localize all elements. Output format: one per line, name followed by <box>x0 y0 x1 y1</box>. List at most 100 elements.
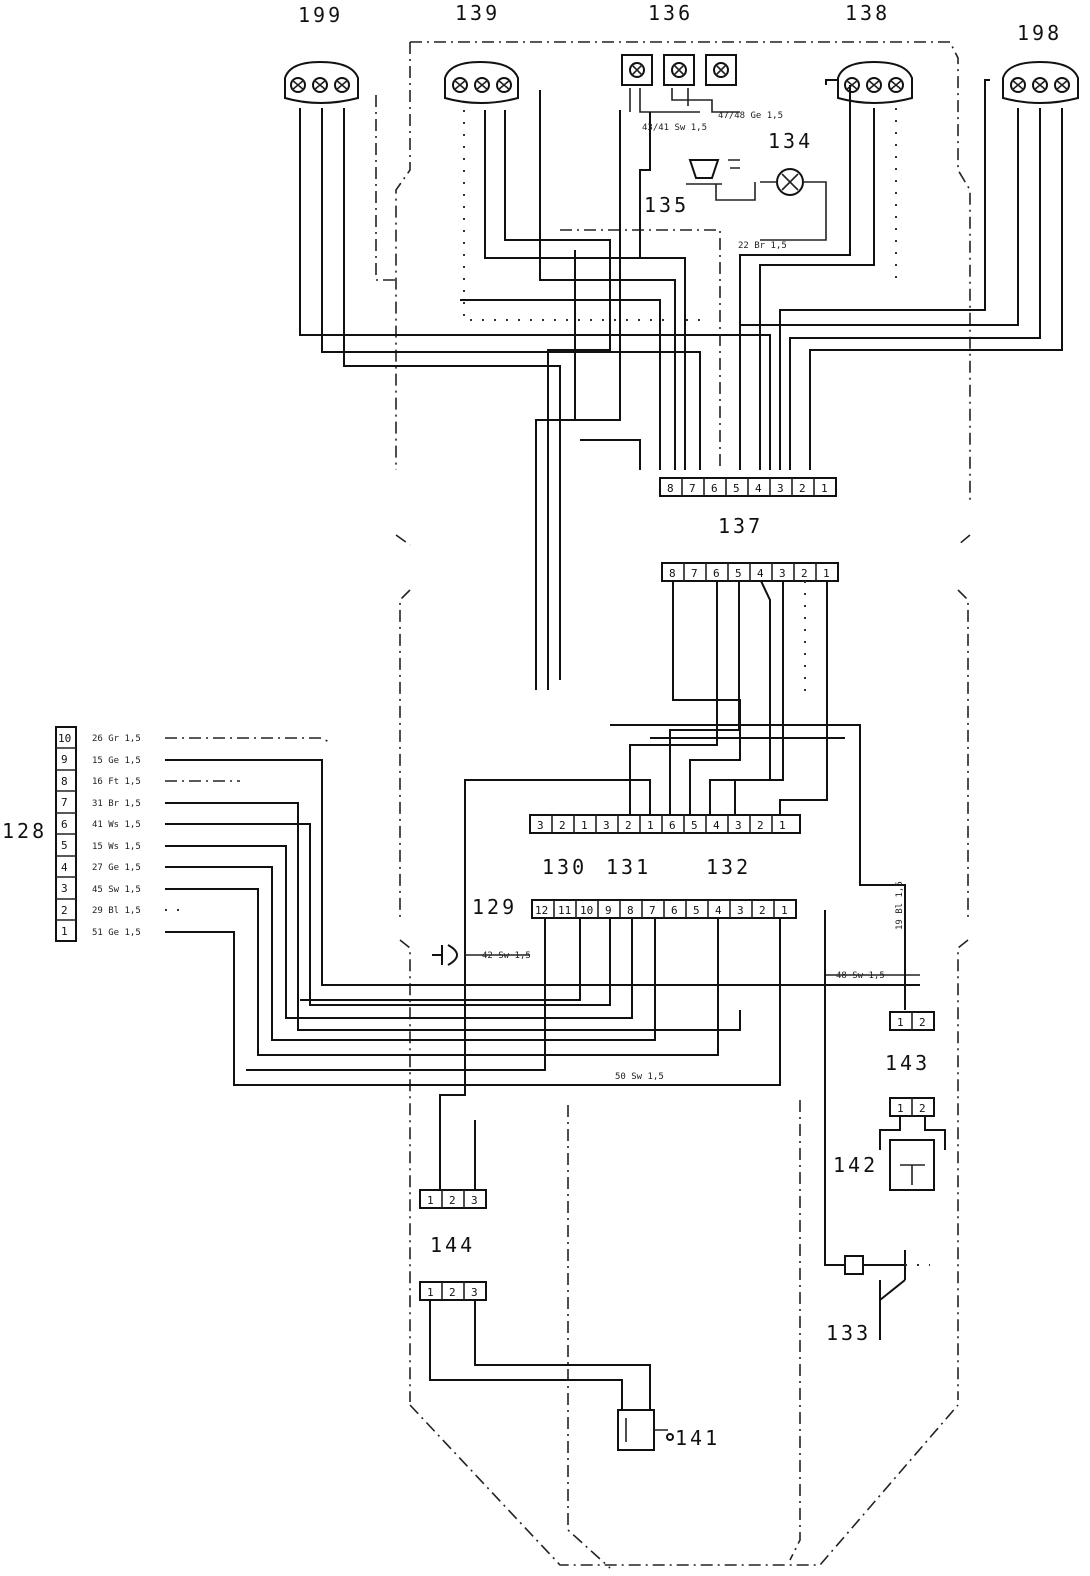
top-harness <box>299 79 1063 690</box>
pin-top-1: 1 <box>821 482 828 495</box>
pin-129-10: 10 <box>580 904 593 917</box>
pin-129-11: 11 <box>558 904 571 917</box>
callout-137: 137 <box>718 514 763 538</box>
wire-label-left-5: 41 Ws 1,5 <box>92 820 141 830</box>
pin-129-8: 8 <box>627 904 634 917</box>
wire-label-129: 42 Sw 1,5 <box>482 951 531 961</box>
wire-label-left-9: 29 Bl 1,5 <box>92 906 141 916</box>
wire-label-bottom: 50 Sw 1,5 <box>615 1072 664 1082</box>
lamp-unit-198 <box>1002 60 1079 104</box>
pin-129-7: 7 <box>649 904 656 917</box>
pin-131-1: 1 <box>647 819 654 832</box>
callout-139: 139 <box>455 1 500 25</box>
callout-129: 129 <box>472 895 517 919</box>
plug-symbol-129 <box>432 944 458 966</box>
wire-label-134: 22 Br 1,5 <box>738 241 787 251</box>
callout-132: 132 <box>706 855 751 879</box>
connector-top-8pin: 8 7 6 5 4 3 2 1 <box>659 477 837 497</box>
pin-128-2: 2 <box>61 904 68 917</box>
pin-132-3: 3 <box>735 819 742 832</box>
switch-unit-136 <box>621 54 740 113</box>
connector-143: 1 2 1 2 <box>889 1011 935 1117</box>
connector-129-12pin: 12 11 10 9 8 7 6 5 4 3 2 1 <box>531 899 797 919</box>
callout-141: 141 <box>675 1426 720 1450</box>
pin-top-2: 2 <box>799 482 806 495</box>
pin-129-5: 5 <box>693 904 700 917</box>
callout-199: 199 <box>298 3 343 27</box>
lamp-unit-139 <box>444 60 519 104</box>
pin-128-5: 5 <box>61 839 68 852</box>
pin-132-4: 4 <box>713 819 720 832</box>
pin-128-1: 1 <box>61 925 68 938</box>
callout-133: 133 <box>826 1321 871 1345</box>
lamp-unit-199 <box>284 60 359 104</box>
wire-label-left-2: 15 Ge 1,5 <box>92 756 141 766</box>
wire-label-136a: 43/41 Sw 1,5 <box>642 123 707 133</box>
callout-138: 138 <box>845 1 890 25</box>
pin-128-9: 9 <box>61 753 68 766</box>
pin-144b-1: 1 <box>427 1286 434 1299</box>
pin-143a-1: 1 <box>897 1016 904 1029</box>
pin-129-12: 12 <box>535 904 548 917</box>
pin-top-5: 5 <box>733 482 740 495</box>
callout-143: 143 <box>885 1051 930 1075</box>
pin-131-2: 2 <box>625 819 632 832</box>
callout-135: 135 <box>644 193 689 217</box>
callout-128: 128 <box>2 819 47 843</box>
wire-label-left-4: 31 Br 1,5 <box>92 799 141 809</box>
pin-top-3: 3 <box>777 482 784 495</box>
pin-144a-1: 1 <box>427 1194 434 1207</box>
pin-top-8: 8 <box>667 482 674 495</box>
pin-129-6: 6 <box>671 904 678 917</box>
pin-129-2: 2 <box>759 904 766 917</box>
pin-mid-2: 2 <box>801 567 808 580</box>
lamp-134 <box>760 168 827 241</box>
pin-128-8: 8 <box>61 775 68 788</box>
pin-132-1: 1 <box>779 819 786 832</box>
vehicle-outline <box>395 41 971 1569</box>
wire-label-mid: 48 Sw 1,5 <box>836 971 885 981</box>
pin-top-6: 6 <box>711 482 718 495</box>
wire-label-136b: 47/48 Ge 1,5 <box>718 111 783 121</box>
pin-144a-2: 2 <box>449 1194 456 1207</box>
pin-130-3: 3 <box>537 819 544 832</box>
pin-128-10: 10 <box>58 732 71 745</box>
callout-142: 142 <box>833 1153 878 1177</box>
switch-133 <box>844 1250 930 1340</box>
misc-wire-labels: 43/41 Sw 1,5 47/48 Ge 1,5 22 Br 1,5 42 S… <box>482 111 905 1082</box>
pin-mid-6: 6 <box>713 567 720 580</box>
pin-top-7: 7 <box>689 482 696 495</box>
pin-128-4: 4 <box>61 861 68 874</box>
pin-132-2: 2 <box>757 819 764 832</box>
wire-label-left-8: 45 Sw 1,5 <box>92 885 141 895</box>
pin-143b-1: 1 <box>897 1102 904 1115</box>
wire-label-left-3: 16 Ft 1,5 <box>92 777 141 787</box>
buzzer-135 <box>686 159 756 201</box>
pin-144b-2: 2 <box>449 1286 456 1299</box>
lamp-unit-138 <box>837 60 913 104</box>
pin-128-6: 6 <box>61 818 68 831</box>
pin-131-3: 3 <box>603 819 610 832</box>
pin-top-4: 4 <box>755 482 762 495</box>
pin-132-6: 6 <box>669 819 676 832</box>
mid-harness <box>470 580 906 1010</box>
pin-129-3: 3 <box>737 904 744 917</box>
pin-132-5: 5 <box>691 819 698 832</box>
pin-128-3: 3 <box>61 882 68 895</box>
pin-129-4: 4 <box>715 904 722 917</box>
pin-130-1: 1 <box>581 819 588 832</box>
pin-mid-7: 7 <box>691 567 698 580</box>
wire-label-right: 19 Bl 1,5 <box>895 881 905 930</box>
pin-143a-2: 2 <box>919 1016 926 1029</box>
pin-129-1: 1 <box>781 904 788 917</box>
pin-144a-3: 3 <box>471 1194 478 1207</box>
callout-131: 131 <box>606 855 651 879</box>
callout-136: 136 <box>648 1 693 25</box>
pin-mid-5: 5 <box>735 567 742 580</box>
pin-mid-4: 4 <box>757 567 764 580</box>
pin-144b-3: 3 <box>471 1286 478 1299</box>
pin-128-7: 7 <box>61 796 68 809</box>
wire-label-left-1: 26 Gr 1,5 <box>92 734 141 744</box>
